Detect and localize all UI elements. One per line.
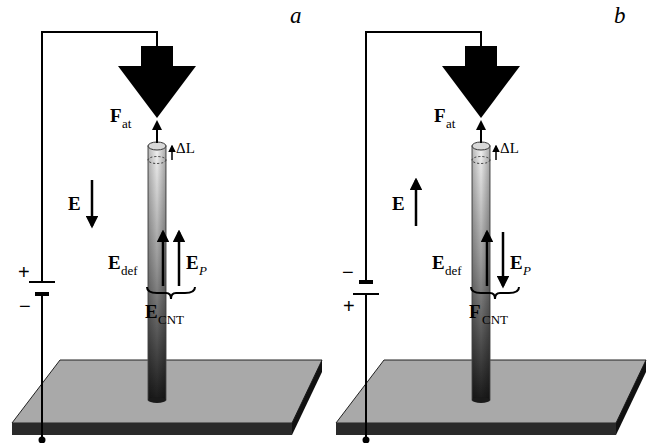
battery-plate	[35, 292, 49, 296]
field-arrow	[502, 232, 505, 286]
polarity-sign: −	[19, 296, 31, 316]
field-symbol: E	[510, 253, 523, 272]
field-symbol: E	[68, 194, 81, 213]
nanotube-original-end	[472, 157, 490, 164]
nanotube-top	[148, 142, 166, 150]
field-arrow	[486, 232, 489, 286]
polarity-sign: −	[342, 262, 354, 282]
substrate-side	[616, 360, 646, 435]
nanotube	[472, 146, 490, 400]
subscript: def	[445, 264, 462, 277]
battery-plate	[359, 280, 373, 284]
nanotube-base	[148, 397, 166, 403]
field-arrow	[91, 180, 94, 226]
probe-tip	[465, 46, 497, 66]
field-symbol: E	[145, 302, 158, 321]
contact-dot	[39, 437, 46, 443]
wire	[41, 294, 43, 440]
nanotube	[148, 146, 166, 400]
subscript: P	[199, 264, 207, 277]
subscript: CNT	[158, 313, 184, 326]
field-symbol: E	[432, 253, 445, 272]
field-arrow	[495, 146, 497, 160]
probe-tip	[141, 46, 173, 66]
substrate-side	[292, 360, 322, 435]
nanotube-top	[472, 142, 490, 150]
nanotube-shade	[472, 146, 490, 400]
field-arrow	[415, 180, 418, 226]
field-arrow	[171, 146, 173, 160]
subscript: at	[446, 117, 455, 130]
elongation-label: ΔL	[176, 141, 195, 156]
elongation-label: ΔL	[500, 141, 519, 156]
wire	[365, 294, 367, 440]
contact-dot	[363, 437, 370, 443]
panel-letter: b	[614, 4, 626, 27]
panel-letter: a	[290, 4, 302, 27]
field-symbol: F	[469, 302, 481, 321]
substrate-front	[336, 423, 616, 435]
field-symbol: E	[392, 194, 405, 213]
force-symbol: F	[110, 106, 122, 125]
probe-tip	[442, 66, 520, 118]
battery-plate	[353, 293, 379, 295]
field-arrow	[178, 232, 181, 286]
field-arrow	[480, 122, 482, 143]
polarity-sign: +	[18, 262, 30, 282]
substrate-top	[336, 360, 646, 423]
field-arrow	[162, 232, 165, 286]
nanotube-original-end	[148, 157, 166, 164]
field-symbol: E	[186, 253, 199, 272]
nanotube-shade	[148, 146, 166, 400]
polarity-sign: +	[343, 296, 355, 316]
subscript: def	[121, 264, 138, 277]
nanotube-base	[472, 397, 490, 403]
subscript: at	[122, 117, 131, 130]
substrate-top	[12, 360, 322, 423]
battery-plate	[29, 281, 55, 283]
field-symbol: E	[108, 253, 121, 272]
subscript: CNT	[482, 313, 508, 326]
field-arrow	[156, 122, 158, 143]
brace	[471, 287, 519, 299]
probe-tip	[118, 66, 196, 118]
brace	[147, 287, 195, 299]
substrate-front	[12, 423, 292, 435]
subscript: P	[523, 264, 531, 277]
force-symbol: F	[434, 106, 446, 125]
